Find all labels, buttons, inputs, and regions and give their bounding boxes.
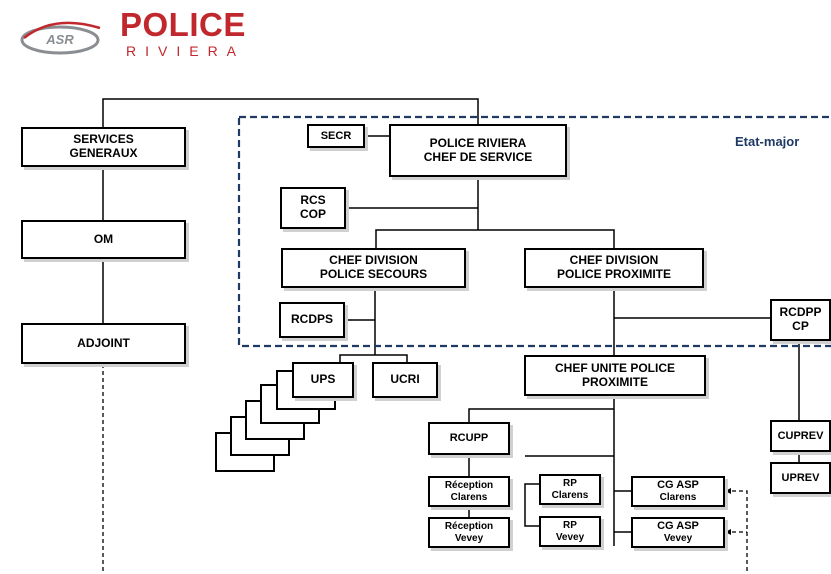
node-chef-division-proximite[interactable]: CHEF DIVISION POLICE PROXIMITE — [524, 248, 704, 288]
etat-major-region — [237, 115, 831, 348]
node-rp-clarens-line2: Clarens — [551, 489, 589, 501]
node-rp-vevey-line1: RP — [563, 520, 577, 531]
node-chef-de-service-line1: POLICE RIVIERA — [429, 135, 527, 150]
etat-major-label: Etat-major — [735, 134, 800, 149]
node-chef-division-proximite-line1: CHEF DIVISION — [569, 253, 659, 268]
node-reception-vevey-line2: Vevey — [454, 532, 484, 544]
node-cgasp-clarens[interactable]: CG ASP Clarens — [631, 476, 725, 507]
node-chef-de-service[interactable]: POLICE RIVIERA CHEF DE SERVICE — [389, 124, 567, 177]
node-chef-unite-proximite-line2: PROXIMITE — [581, 374, 648, 389]
node-rp-clarens[interactable]: RP Clarens — [539, 474, 601, 505]
node-adjoint[interactable]: ADJOINT — [21, 323, 186, 364]
node-adjoint-line1: ADJOINT — [77, 335, 130, 350]
asr-badge-text: ASR — [45, 32, 74, 47]
node-cgasp-vevey-line2: Vevey — [663, 533, 693, 545]
node-ucri-line1: UCRI — [390, 372, 420, 387]
node-services-generaux-line1: SERVICES — [73, 132, 134, 147]
logo-subtitle: RIVIERA — [126, 43, 246, 59]
node-rcdpp-cp-line1: RCDPP — [779, 305, 822, 320]
node-services-generaux-line2: GENERAUX — [69, 146, 138, 160]
node-cuprev-line1: CUPREV — [777, 429, 824, 442]
node-uprev[interactable]: UPREV — [770, 462, 831, 494]
node-reception-vevey-line1: Réception — [444, 521, 494, 532]
node-chef-division-secours-line1: CHEF DIVISION — [329, 253, 418, 268]
node-cuprev[interactable]: CUPREV — [770, 420, 831, 452]
node-rcdpp-cp-line2: CP — [792, 319, 809, 333]
node-cgasp-vevey[interactable]: CG ASP Vevey — [631, 517, 725, 548]
node-reception-vevey[interactable]: Réception Vevey — [428, 517, 510, 548]
node-secr-line1: SECR — [320, 129, 352, 142]
node-chef-unite-proximite[interactable]: CHEF UNITE POLICE PROXIMITE — [524, 355, 706, 396]
asr-badge-icon: ASR — [20, 21, 101, 55]
node-reception-clarens-line1: Réception — [444, 480, 494, 491]
node-rp-vevey[interactable]: RP Vevey — [539, 516, 601, 547]
node-ups-line1: UPS — [310, 372, 336, 387]
node-ucri[interactable]: UCRI — [372, 362, 438, 398]
node-chef-division-proximite-line2: POLICE PROXIMITE — [556, 267, 671, 281]
node-chef-unite-proximite-line1: CHEF UNITE POLICE — [554, 360, 675, 375]
node-rp-vevey-line2: Vevey — [555, 531, 585, 543]
node-rcdps[interactable]: RCDPS — [279, 302, 345, 338]
node-cgasp-clarens-line1: CG ASP — [657, 479, 699, 492]
node-chef-division-secours[interactable]: CHEF DIVISION POLICE SECOURS — [281, 248, 466, 288]
node-rcdpp-cp[interactable]: RCDPP CP — [770, 299, 831, 341]
node-om-line1: OM — [93, 231, 114, 246]
node-rcupp[interactable]: RCUPP — [428, 422, 510, 455]
node-services-generaux[interactable]: SERVICES GENERAUX — [21, 127, 186, 167]
logo: ASR POLICE RIVIERA — [12, 6, 246, 60]
node-rcdps-line1: RCDPS — [290, 312, 333, 327]
logo-title: POLICE — [120, 6, 246, 43]
node-cgasp-clarens-line2: Clarens — [659, 492, 697, 504]
node-chef-de-service-line2: CHEF DE SERVICE — [423, 149, 533, 164]
node-ups[interactable]: UPS — [292, 362, 354, 398]
node-rcs-cop-line1: RCS — [300, 193, 326, 208]
node-rp-clarens-line1: RP — [563, 478, 577, 489]
node-reception-clarens-line2: Clarens — [450, 491, 488, 503]
node-chef-division-secours-line2: POLICE SECOURS — [319, 267, 428, 281]
node-secr[interactable]: SECR — [307, 124, 365, 148]
node-rcs-cop[interactable]: RCS COP — [280, 187, 346, 229]
node-om[interactable]: OM — [21, 220, 186, 259]
node-reception-clarens[interactable]: Réception Clarens — [428, 476, 510, 507]
node-uprev-line1: UPREV — [781, 471, 820, 484]
node-rcs-cop-line2: COP — [299, 207, 326, 221]
node-rcupp-line1: RCUPP — [449, 432, 489, 445]
node-cgasp-vevey-line1: CG ASP — [657, 520, 699, 533]
